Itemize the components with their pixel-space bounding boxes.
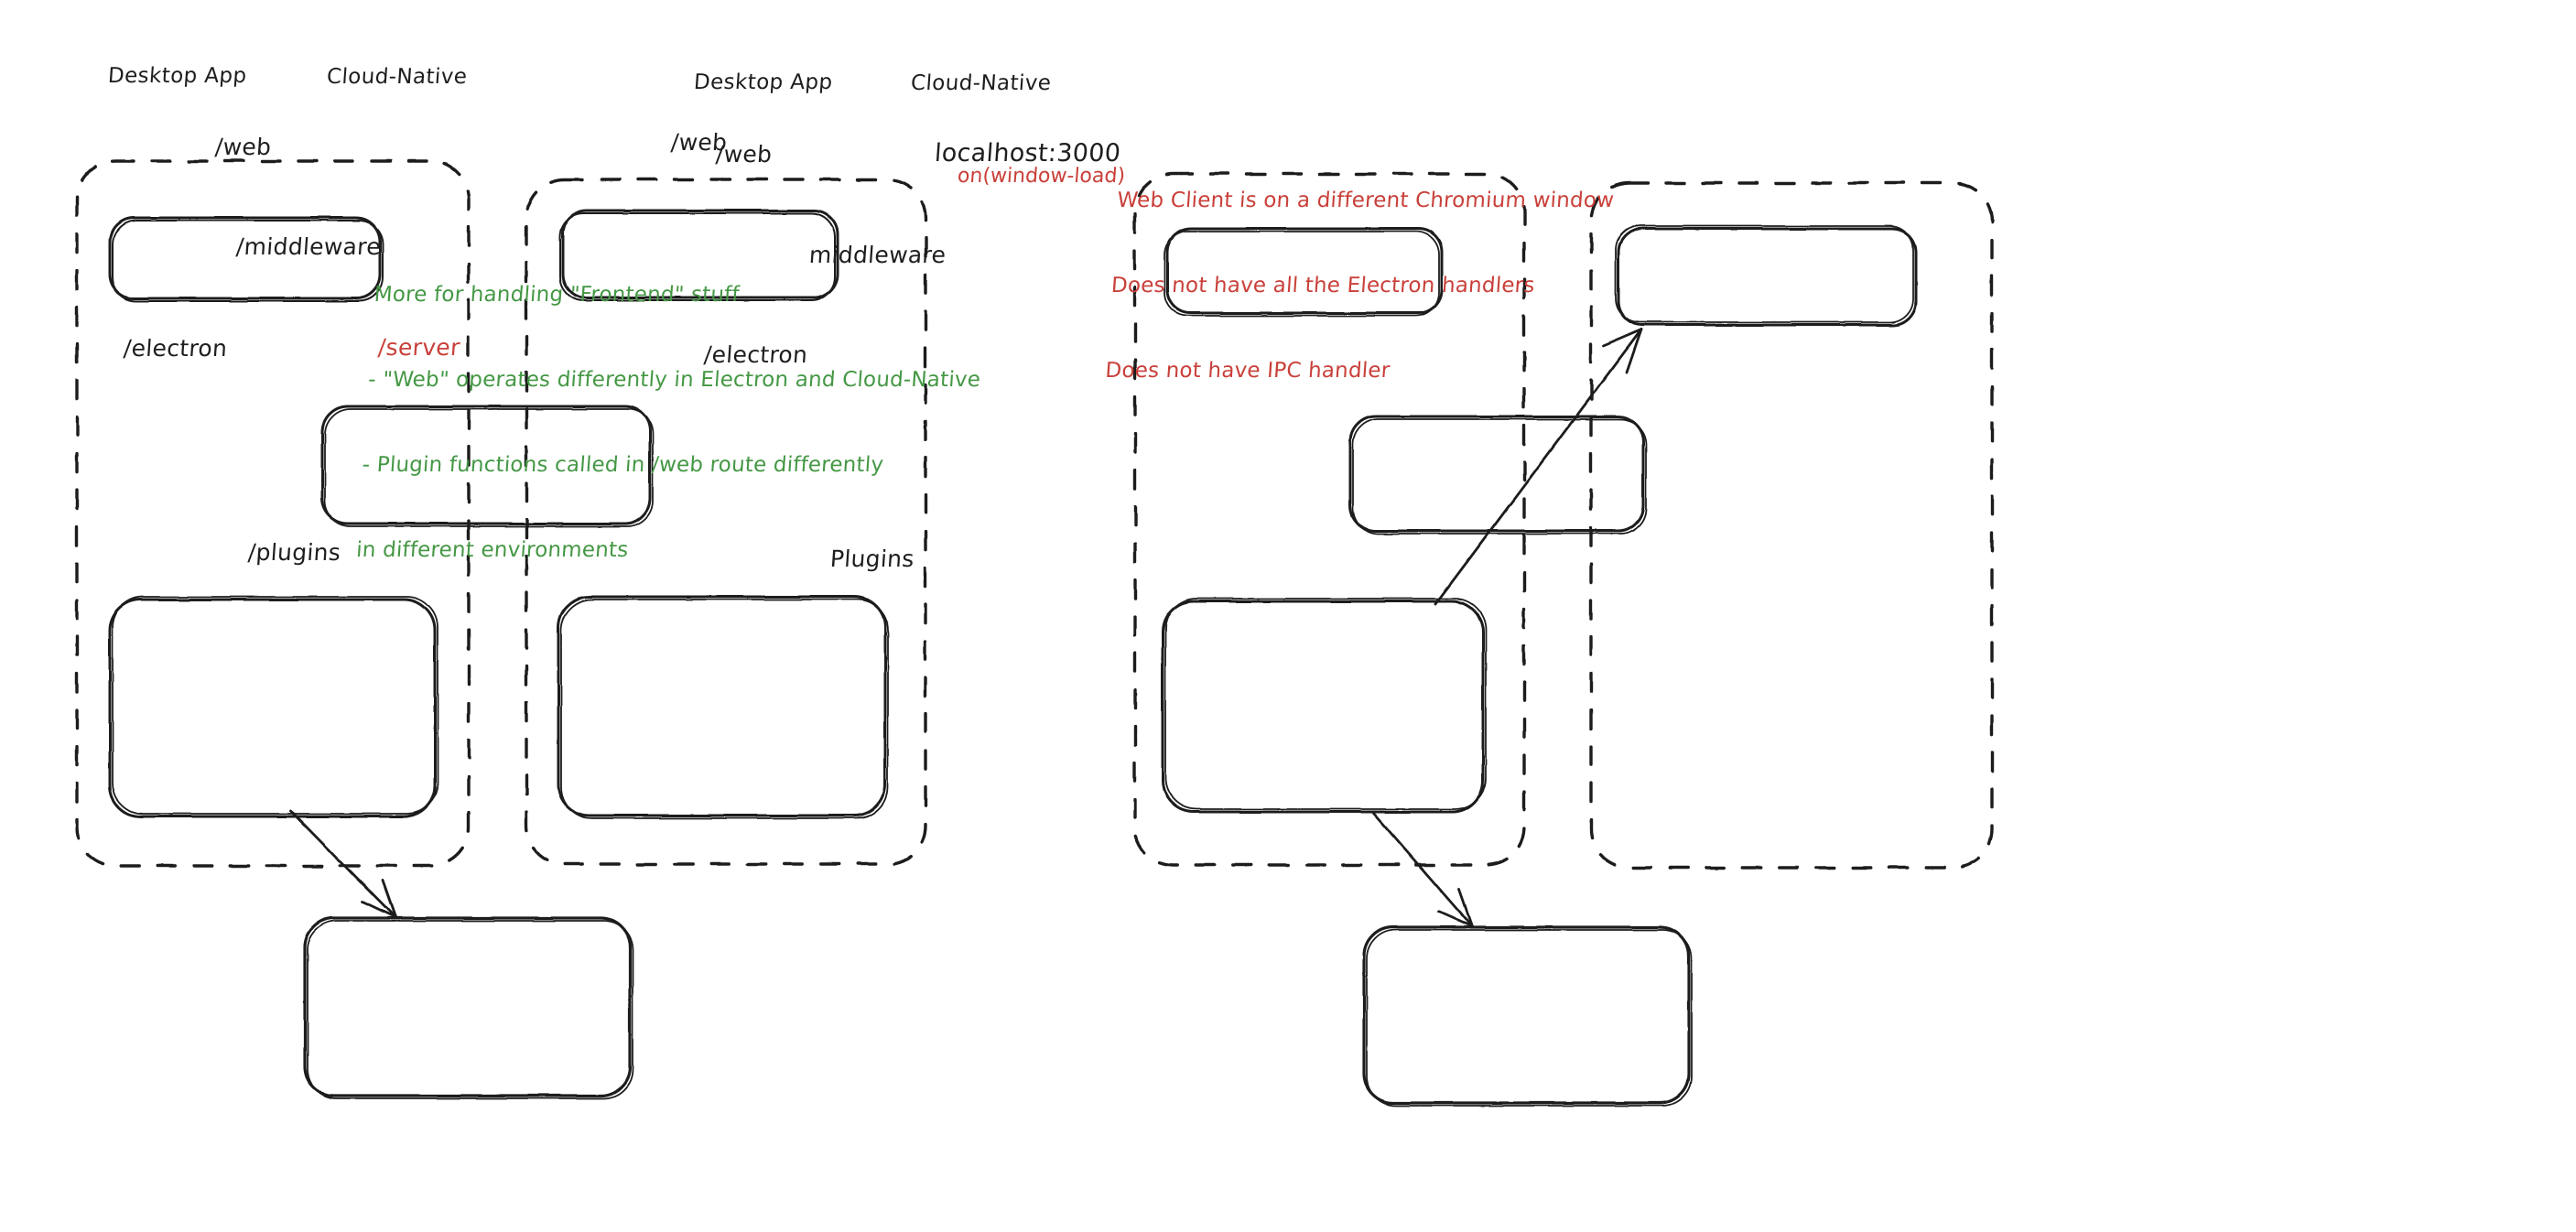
box-left-middleware — [320, 405, 652, 525]
box-right-localhost — [1617, 227, 1918, 327]
group-title-right-desktop: Desktop App — [693, 70, 834, 94]
box-left-web-desktop-2 — [112, 220, 384, 302]
annotation-line-3: - Plugin functions called in /web route … — [361, 453, 885, 477]
box-left-plugins — [303, 916, 632, 1097]
box-right-electron-2 — [1164, 598, 1487, 810]
box-left-web-desktop — [108, 216, 382, 300]
box-label-right-electron[interactable]: /electron — [702, 341, 809, 368]
annotation-line-3: Does not have IPC handler — [1104, 359, 1391, 383]
annotation-line-1: More for handling "Frontend" stuff — [373, 283, 741, 307]
box-left-middleware-2 — [324, 408, 654, 527]
group-frame-left-desktop — [75, 159, 471, 868]
annotation-line-2: - "Web" operates differently in Electron… — [367, 368, 981, 392]
group-frame-right-cloud — [1589, 181, 1994, 870]
box-left-plugins-2 — [307, 920, 633, 1099]
box-left-electron — [108, 598, 437, 818]
group-title-left-cloud: Cloud-Native — [326, 65, 469, 89]
box-left-web-cloud — [561, 209, 839, 299]
box-right-web-desktop — [1165, 227, 1444, 315]
box-right-middleware — [1348, 415, 1645, 533]
box-label-left-plugins[interactable]: /plugins — [246, 539, 342, 566]
box-left-web-cloud-2 — [559, 212, 836, 301]
box-right-plugins-2 — [1366, 929, 1693, 1107]
annotation-line-1: Web Client is on a different Chromium wi… — [1116, 189, 1616, 212]
arrow-left-electron-to-plugins — [289, 809, 397, 919]
box-label-left-middleware[interactable]: /middleware — [234, 233, 382, 260]
arrow-right-electron-to-localhost — [1434, 328, 1643, 606]
box-right-middleware-2 — [1352, 418, 1647, 535]
box-label-right-plugins[interactable]: Plugins — [828, 546, 915, 572]
box-left-electron-2 — [112, 596, 438, 815]
box-right-electron — [1161, 600, 1485, 814]
box-label-right-localhost[interactable]: localhost:3000 — [933, 139, 1122, 168]
box-right-localhost-2 — [1615, 225, 1914, 323]
group-frame-left-cloud — [525, 178, 927, 866]
box-label-right-middleware[interactable]: middleware — [807, 242, 947, 268]
annotation-web-client-note: Web Client is on a different Chromium wi… — [1100, 130, 1618, 442]
group-title-left-desktop: Desktop App — [107, 64, 248, 88]
box-right-web-desktop-2 — [1164, 231, 1440, 317]
box-right-plugins — [1362, 925, 1691, 1105]
box-left-server-2 — [560, 599, 889, 819]
box-label-left-electron[interactable]: /electron — [122, 335, 229, 362]
group-frame-right-desktop — [1133, 172, 1526, 867]
box-label-right-web-desktop[interactable]: /web — [714, 141, 774, 168]
group-title-right-cloud: Cloud-Native — [910, 71, 1053, 95]
box-sublabel-right-on-window-load: on(window-load) — [957, 165, 1126, 188]
box-left-server — [557, 595, 887, 817]
box-label-left-web-desktop[interactable]: /web — [213, 134, 273, 160]
arrow-right-electron-to-plugins — [1371, 811, 1474, 928]
annotation-line-2: Does not have all the Electron handlers — [1110, 274, 1536, 297]
